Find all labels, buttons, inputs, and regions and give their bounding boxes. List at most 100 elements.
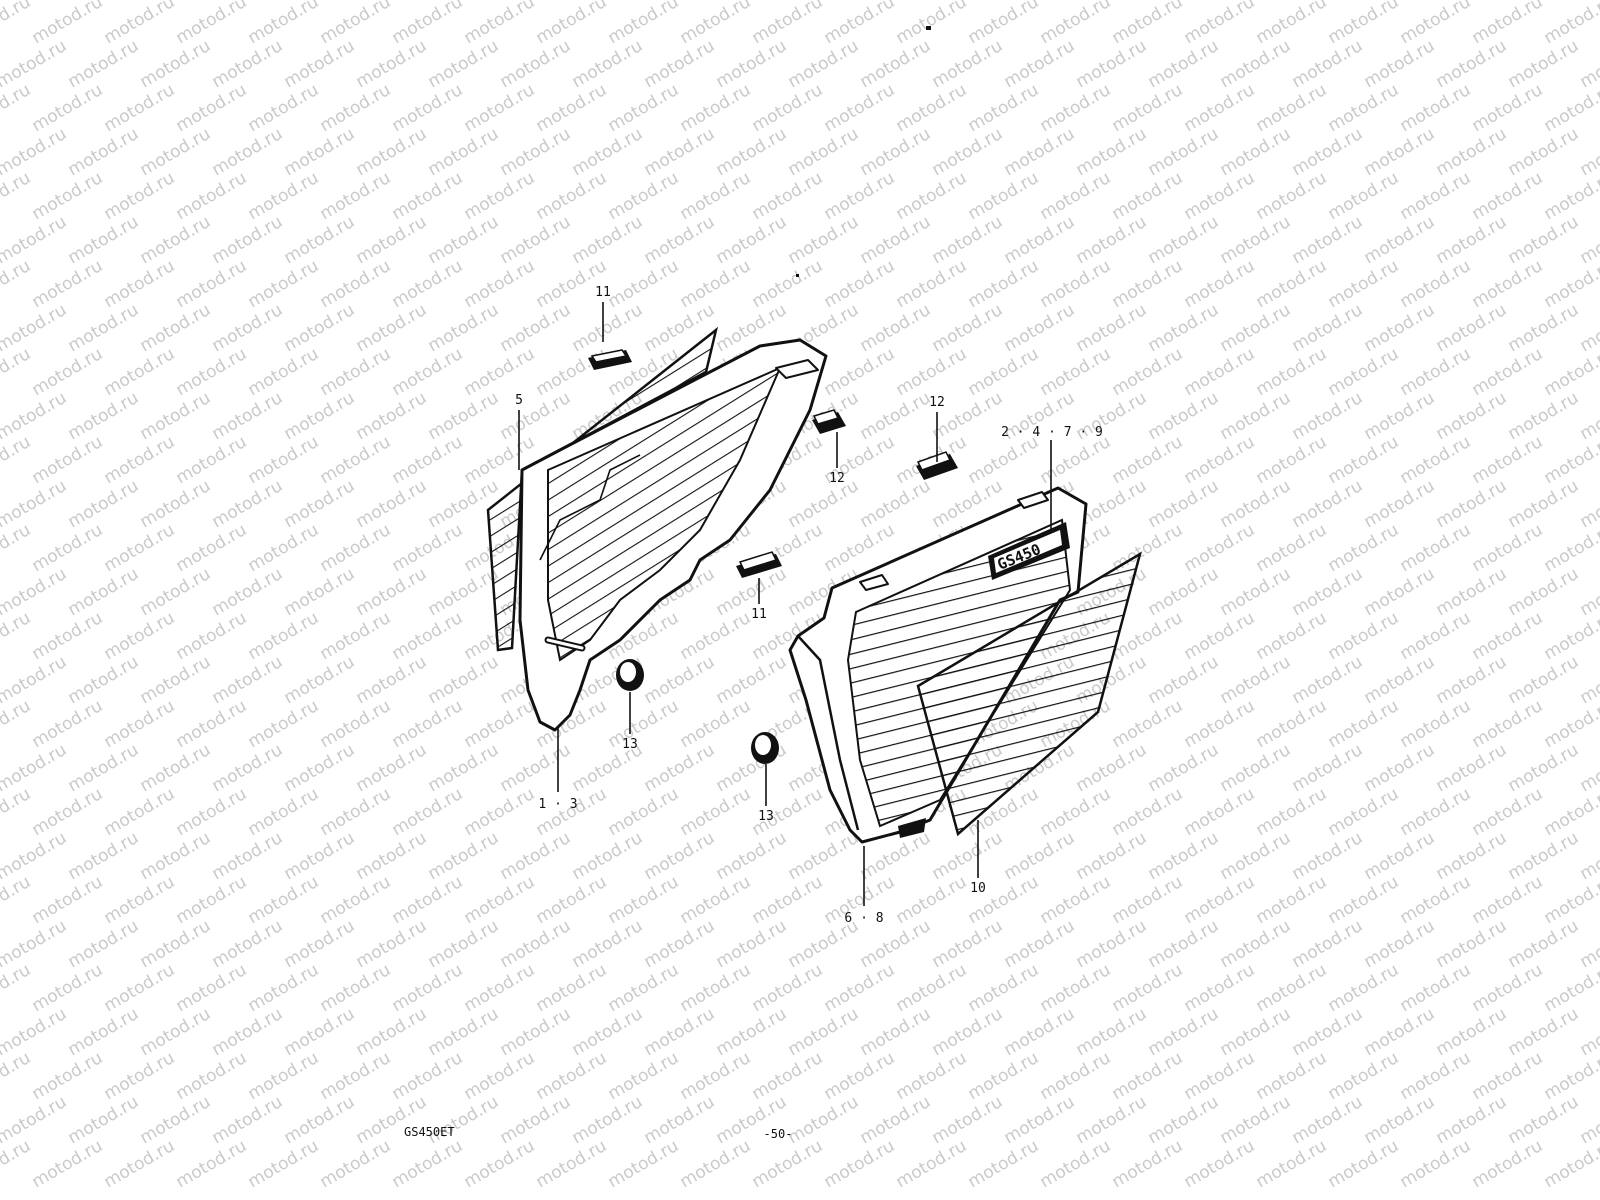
watermark-text: motod.ru: [497, 36, 575, 92]
watermark-text: motod.ru: [1325, 80, 1403, 136]
watermark-text: motod.ru: [1505, 1092, 1583, 1148]
watermark-text: motod.ru: [101, 784, 179, 840]
watermark-text: motod.ru: [1361, 476, 1439, 532]
watermark-text: motod.ru: [1433, 212, 1511, 268]
watermark-text: motod.ru: [533, 1136, 611, 1192]
watermark-text: motod.ru: [461, 696, 539, 752]
watermark-text: motod.ru: [1289, 1092, 1367, 1148]
watermark-text: motod.ru: [497, 828, 575, 884]
watermark-text: motod.ru: [1073, 1004, 1151, 1060]
watermark-text: motod.ru: [1037, 872, 1115, 928]
watermark-text: motod.ru: [605, 960, 683, 1016]
watermark-text: motod.ru: [1289, 564, 1367, 620]
watermark-text: motod.ru: [713, 652, 791, 708]
watermark-text: motod.ru: [461, 1136, 539, 1192]
right-cover-bracket: [898, 818, 926, 838]
watermark-text: motod.ru: [677, 784, 755, 840]
watermark-text: motod.ru: [1325, 520, 1403, 576]
watermark-text: motod.ru: [209, 476, 287, 532]
watermark-text: motod.ru: [317, 520, 395, 576]
watermark-text: motod.ru: [137, 828, 215, 884]
watermark-text: motod.ru: [749, 0, 827, 48]
watermark-text: motod.ru: [389, 80, 467, 136]
watermark-text: motod.ru: [389, 960, 467, 1016]
watermark-text: motod.ru: [461, 872, 539, 928]
watermark-text: motod.ru: [389, 1048, 467, 1104]
watermark-text: motod.ru: [1181, 520, 1259, 576]
watermark-text: motod.ru: [317, 256, 395, 312]
watermark-text: motod.ru: [317, 608, 395, 664]
watermark-text: motod.ru: [353, 564, 431, 620]
watermark-text: motod.ru: [461, 168, 539, 224]
watermark-text: motod.ru: [0, 124, 70, 180]
watermark-text: motod.ru: [1253, 256, 1331, 312]
watermark-text: motod.ru: [65, 1004, 143, 1060]
watermark-text: motod.ru: [425, 916, 503, 972]
watermark-text: motod.ru: [209, 740, 287, 796]
left-cover-ridge: [539, 454, 641, 561]
watermark-text: motod.ru: [461, 1048, 539, 1104]
watermark-text: motod.ru: [461, 80, 539, 136]
watermark-text: motod.ru: [389, 0, 467, 48]
watermark-text: motod.ru: [389, 1136, 467, 1192]
watermark-text: motod.ru: [965, 256, 1043, 312]
watermark-text: motod.ru: [821, 0, 899, 48]
watermark-text: motod.ru: [1289, 1004, 1367, 1060]
watermark-text: motod.ru: [929, 1004, 1007, 1060]
watermark-text: motod.ru: [1577, 564, 1600, 620]
watermark-text: motod.ru: [1001, 1004, 1079, 1060]
watermark-text: motod.ru: [353, 212, 431, 268]
watermark-text: motod.ru: [1505, 388, 1583, 444]
watermark-text: motod.ru: [137, 476, 215, 532]
watermark-text: motod.ru: [101, 872, 179, 928]
watermark-text: motod.ru: [0, 300, 70, 356]
left-side-cover-assembly: [486, 326, 828, 732]
watermark-text: motod.ru: [209, 1092, 287, 1148]
watermark-text: motod.ru: [281, 828, 359, 884]
watermark-text: motod.ru: [317, 432, 395, 488]
watermark-text: motod.ru: [641, 740, 719, 796]
watermark-text: motod.ru: [1469, 696, 1547, 752]
watermark-text: motod.ru: [1289, 652, 1367, 708]
watermark-text: motod.ru: [713, 828, 791, 884]
watermark-text: motod.ru: [1325, 872, 1403, 928]
watermark-text: motod.ru: [1217, 916, 1295, 972]
watermark-text: motod.ru: [1577, 36, 1600, 92]
model-code: GS450ET: [404, 1125, 455, 1139]
watermark-text: motod.ru: [1217, 740, 1295, 796]
watermark-text: motod.ru: [893, 1048, 971, 1104]
watermark-text: motod.ru: [425, 300, 503, 356]
watermark-text: motod.ru: [1469, 520, 1547, 576]
watermark-text: motod.ru: [1469, 1136, 1547, 1192]
watermark-text: motod.ru: [29, 80, 107, 136]
watermark-text: motod.ru: [317, 1048, 395, 1104]
watermark-text: motod.ru: [1397, 520, 1475, 576]
watermark-text: motod.ru: [821, 256, 899, 312]
watermark-text: motod.ru: [497, 124, 575, 180]
watermark-text: motod.ru: [65, 388, 143, 444]
watermark-text: motod.ru: [1145, 1092, 1223, 1148]
watermark-text: motod.ru: [1469, 1048, 1547, 1104]
watermark-text: motod.ru: [1361, 652, 1439, 708]
watermark-text: motod.ru: [317, 960, 395, 1016]
watermark-text: motod.ru: [533, 784, 611, 840]
watermark-text: motod.ru: [1469, 256, 1547, 312]
watermark-text: motod.ru: [281, 300, 359, 356]
watermark-text: motod.ru: [1325, 696, 1403, 752]
watermark-text: motod.ru: [1325, 784, 1403, 840]
callout-1-3: 1 · 3: [538, 797, 577, 812]
watermark-text: motod.ru: [1037, 784, 1115, 840]
watermark-text: motod.ru: [1289, 124, 1367, 180]
watermark-text: motod.ru: [281, 212, 359, 268]
watermark-text: motod.ru: [0, 564, 70, 620]
watermark-text: motod.ru: [1433, 652, 1511, 708]
watermark-text: motod.ru: [137, 916, 215, 972]
watermark-text: motod.ru: [1361, 1092, 1439, 1148]
watermark-text: motod.ru: [0, 916, 70, 972]
watermark-text: motod.ru: [965, 1048, 1043, 1104]
watermark-text: motod.ru: [1577, 828, 1600, 884]
watermark-text: motod.ru: [29, 960, 107, 1016]
watermark-text: motod.ru: [173, 0, 251, 48]
watermark-text: motod.ru: [389, 520, 467, 576]
